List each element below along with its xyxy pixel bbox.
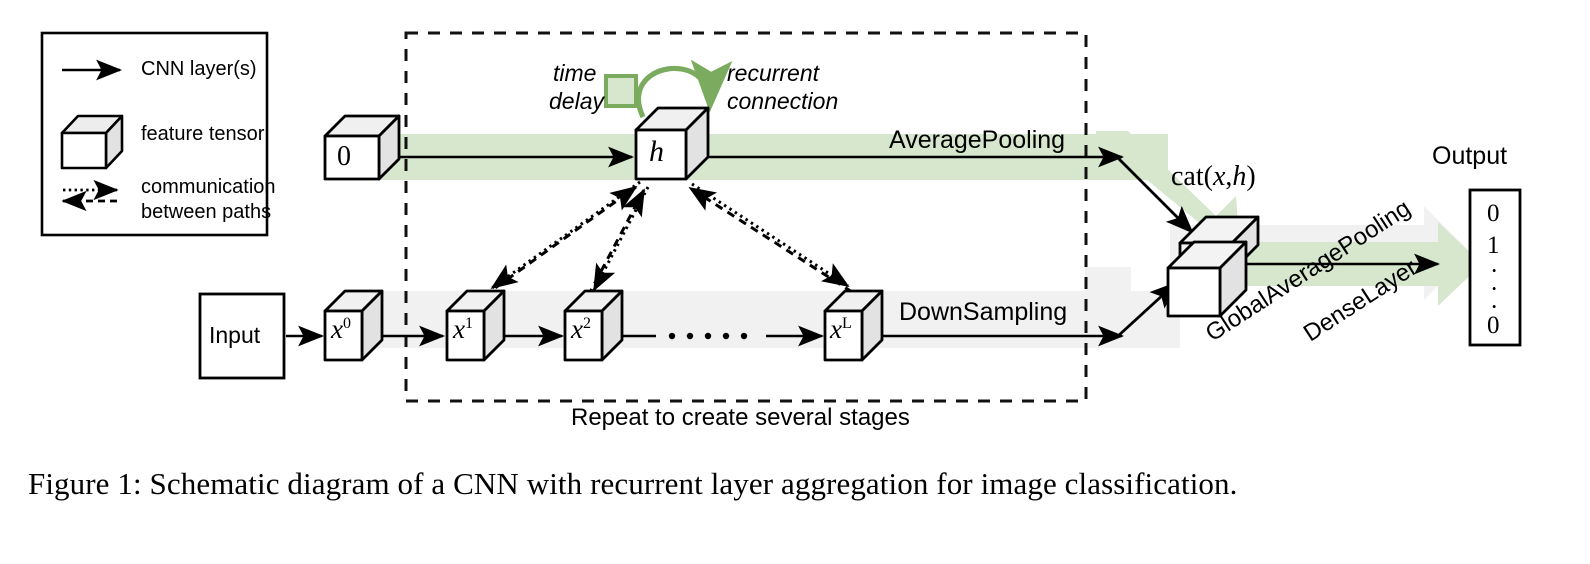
figure-caption: Figure 1: Schematic diagram of a CNN wit… <box>28 466 1238 501</box>
input-block <box>198 292 286 380</box>
recurrent-label-line2: connection <box>727 88 839 114</box>
feature-path-ellipsis <box>668 332 748 340</box>
output-value-1: 1 <box>1487 232 1500 259</box>
cube-x0-base: x <box>331 314 343 344</box>
cube-x1-base: x <box>453 314 465 344</box>
output-value-0: 0 <box>1487 200 1500 227</box>
output-value-dot-3: · <box>1490 294 1499 321</box>
cube-x0 <box>323 289 384 362</box>
legend-label-between-paths: between paths <box>141 201 272 223</box>
output-title: Output <box>1432 142 1508 170</box>
concat-label-suffix: ) <box>1246 161 1256 192</box>
cube-x1-superscript: 1 <box>464 315 473 332</box>
output-value-dot-2: · <box>1490 276 1499 303</box>
cube-x0-label: x0 <box>331 314 351 345</box>
cube-x2-superscript: 2 <box>582 315 591 332</box>
concat-label: cat(x,h) <box>1171 161 1256 193</box>
cube-x2-label: x2 <box>571 314 591 345</box>
cube-x0-superscript: 0 <box>342 315 351 332</box>
legend-cuboid-icon <box>60 114 124 170</box>
recurrent-connection-loop <box>635 59 733 119</box>
h-to-concat-arrow <box>1116 156 1194 234</box>
time-delay-label-line2: delay <box>549 88 604 114</box>
cube-x2 <box>563 289 624 362</box>
input-block-label: Input <box>209 322 261 348</box>
communication-arrows <box>483 180 853 298</box>
cube-xL-base: x <box>830 314 842 344</box>
recurrent-label-line1: recurrent <box>727 60 820 86</box>
concat-label-prefix: cat( <box>1171 161 1213 192</box>
cube-x2-base: x <box>571 314 583 344</box>
cube-concat <box>1166 215 1260 318</box>
concat-label-h: h <box>1232 161 1247 192</box>
output-value-last: 0 <box>1487 312 1500 339</box>
cube-x1-label: x1 <box>453 314 473 345</box>
repeat-note: Repeat to create several stages <box>571 404 910 431</box>
average-pooling-label: AveragePooling <box>889 126 1066 154</box>
time-delay-box <box>604 74 638 108</box>
cube-x1 <box>445 289 506 362</box>
output-vector-box <box>1468 188 1522 347</box>
legend-label-feature-tensor: feature tensor <box>141 123 265 145</box>
legend-bidirectional-dashed-arrow-icon <box>61 179 119 212</box>
concat-label-x: x <box>1212 161 1226 192</box>
cube-xL-label: xL <box>830 314 852 345</box>
stage-boundary-box <box>404 31 1088 403</box>
cube-zero-label: 0 <box>337 141 351 172</box>
down-sampling-label: DownSampling <box>899 298 1068 326</box>
concat-label-comma: , <box>1225 161 1233 192</box>
cube-h-label: h <box>649 135 664 168</box>
cube-xL-superscript: L <box>841 315 852 332</box>
legend-label-cnn-layers: CNN layer(s) <box>141 58 257 80</box>
cube-h <box>634 106 710 181</box>
x-to-concat-arrow <box>1117 281 1178 338</box>
legend-box <box>40 31 269 237</box>
legend-label-communication: communication <box>141 176 276 198</box>
cube-xL <box>823 289 884 362</box>
cube-zero <box>323 114 401 181</box>
output-value-dot-1: · <box>1490 258 1499 285</box>
time-delay-label-line1: time <box>553 60 597 86</box>
